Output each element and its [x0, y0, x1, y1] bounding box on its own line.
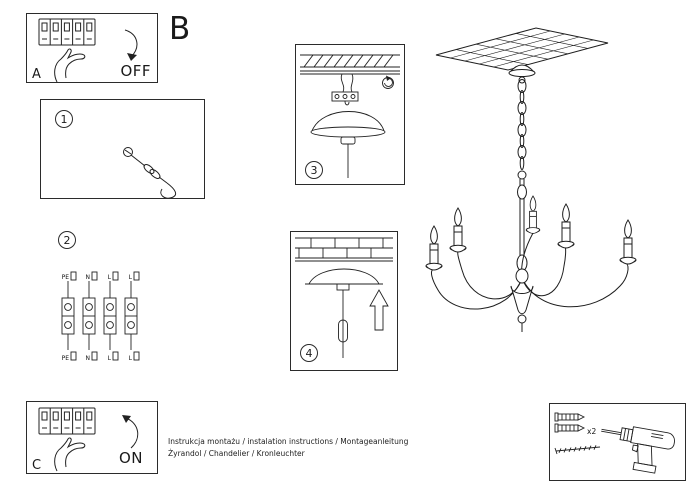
panel-c-label: C — [32, 458, 42, 473]
off-label: OFF — [120, 62, 151, 80]
footer-line-instructions: Instrukcja montażu / instalation instruc… — [168, 437, 409, 446]
terminal-label-l2-bottom: L — [129, 355, 133, 362]
candle-mid-right — [557, 203, 575, 249]
anchors-count-label: x2 — [587, 427, 596, 436]
panel-b-label: B — [169, 11, 191, 47]
step2-badge: 2 — [58, 231, 76, 249]
ceiling-plate-hatch — [450, 30, 594, 68]
chain — [517, 79, 527, 180]
tools-frame: x2 — [549, 403, 686, 481]
up-arrow-icon — [369, 289, 389, 331]
screw-icon — [554, 445, 601, 455]
candle-back — [525, 195, 541, 234]
hand-icon — [54, 437, 86, 472]
hand-icon — [54, 48, 86, 82]
terminal-label-l1-top: L — [108, 274, 112, 281]
step3-frame: 3 — [295, 44, 405, 185]
wall-anchor-icon — [554, 423, 586, 433]
step3-badge: 3 — [305, 161, 323, 179]
drill-icon — [601, 426, 675, 474]
panel-a-frame: A OFF — [26, 13, 158, 83]
terminal-label-l2-top: L — [129, 274, 133, 281]
candle-far-left — [425, 225, 443, 271]
bottom-finial — [510, 285, 534, 315]
terminal-label-n-top: N — [86, 274, 91, 281]
power-off-illustration — [38, 18, 138, 82]
canopy-dome — [308, 268, 380, 285]
canopy-dome — [311, 111, 385, 132]
candle-mid-left — [449, 207, 467, 253]
screw-rotate-icon — [382, 75, 394, 89]
breaker-panel-icon — [38, 407, 96, 435]
hook-icon — [160, 182, 177, 198]
ceiling-connection-illustration — [300, 54, 400, 178]
wall-anchor-icon — [554, 412, 586, 422]
terminal-block-illustration: PE N L L PE N L L — [61, 271, 140, 362]
rotate-off-arrow-icon — [124, 29, 138, 58]
tools-illustration: x2 — [554, 412, 675, 474]
panel-c-frame: C ON — [26, 401, 158, 474]
hook-wire-illustration — [123, 147, 177, 198]
candle-far-right — [619, 219, 637, 265]
on-label: ON — [118, 449, 143, 467]
arrowhead — [127, 53, 137, 61]
panel-a-label: A — [32, 67, 41, 82]
terminal-label-pe-top: PE — [62, 274, 70, 281]
rotate-on-arrow-icon — [125, 417, 139, 449]
footer-line-product: Żyrandol / Chandelier / Kronleuchter — [168, 449, 305, 459]
canopy-lift-illustration — [295, 237, 393, 358]
terminal-label-l1-bottom: L — [108, 355, 112, 362]
power-on-illustration — [38, 407, 139, 472]
ceiling-plate — [435, 27, 609, 71]
breaker-panel-icon — [38, 18, 96, 46]
arrowhead — [122, 415, 131, 423]
step4-badge: 4 — [300, 344, 318, 362]
step4-frame: 4 — [290, 231, 398, 371]
terminal-label-n-bottom: N — [86, 355, 91, 362]
step1-frame: 1 — [40, 99, 205, 199]
chandelier-illustration — [425, 27, 637, 332]
footer-text: Instrukcja montażu / instalation instruc… — [168, 436, 408, 461]
terminal-label-pe-bottom: PE — [62, 355, 70, 362]
step1-badge: 1 — [55, 110, 73, 128]
